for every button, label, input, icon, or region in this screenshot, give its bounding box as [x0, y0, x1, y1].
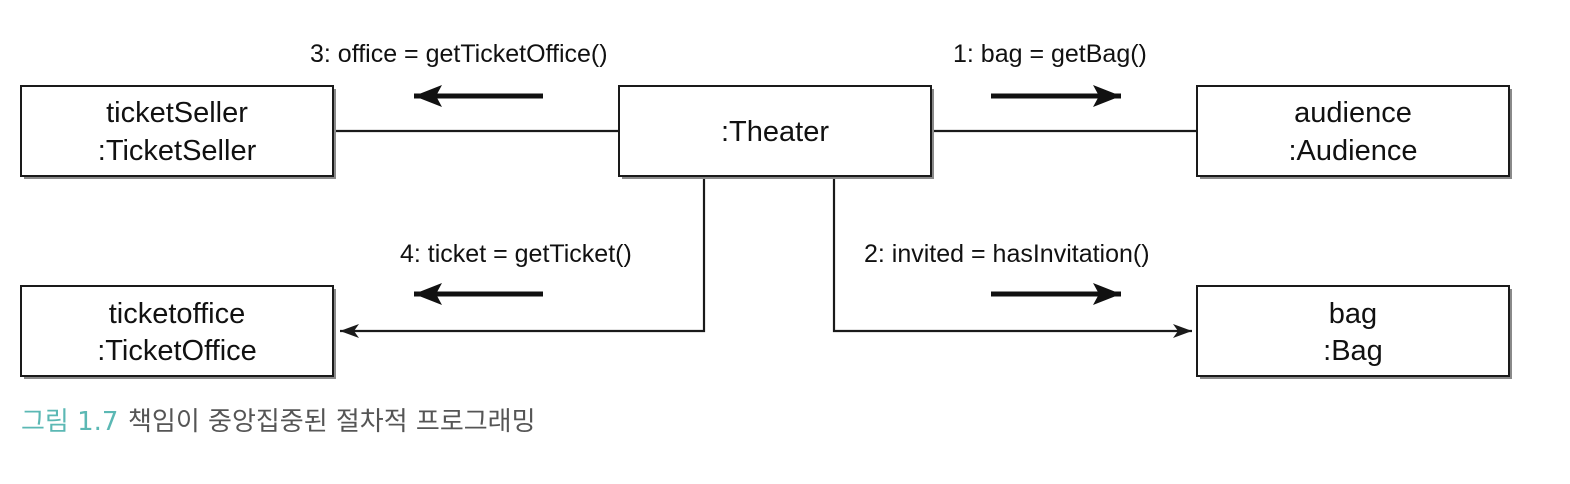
- caption-text: 책임이 중앙집중된 절차적 프로그래밍: [128, 407, 536, 437]
- link-theater-ticketoffice: [340, 176, 706, 338]
- message-label-2: 2: invited = hasInvitation(): [864, 240, 1150, 268]
- theater-object: :Theater: [618, 85, 934, 179]
- ticketoffice-name: ticketoffice: [109, 298, 245, 330]
- message-label-1: 1: bag = getBag(): [953, 40, 1147, 68]
- ticketoffice-object: ticketoffice :TicketOffice: [20, 285, 336, 379]
- audience-object: audience :Audience: [1196, 85, 1512, 179]
- audience-name: audience: [1294, 97, 1412, 129]
- caption-number: 그림 1.7: [21, 407, 118, 437]
- ticketoffice-type: :TicketOffice: [97, 335, 257, 367]
- link-theater-bag: [832, 176, 1192, 338]
- bag-type: :Bag: [1323, 335, 1383, 367]
- bag-object: bag :Bag: [1196, 285, 1512, 379]
- ticketseller-name: ticketSeller: [106, 97, 248, 129]
- audience-type: :Audience: [1289, 135, 1418, 167]
- ticketseller-object: ticketSeller :TicketSeller: [20, 85, 336, 179]
- message-label-4: 4: ticket = getTicket(): [400, 240, 632, 268]
- theater-label: :Theater: [721, 116, 829, 148]
- ticketseller-type: :TicketSeller: [98, 135, 257, 167]
- bag-name: bag: [1329, 298, 1377, 330]
- message-label-3: 3: office = getTicketOffice(): [310, 40, 608, 68]
